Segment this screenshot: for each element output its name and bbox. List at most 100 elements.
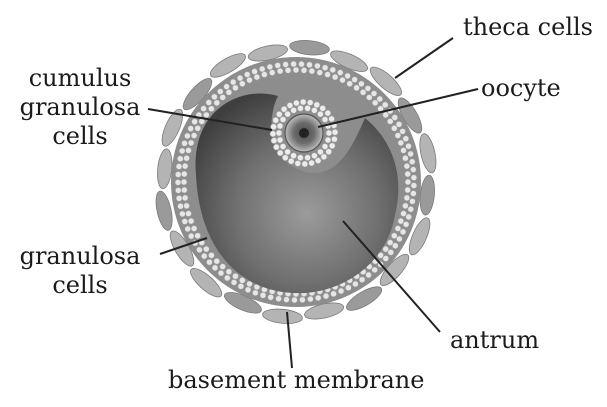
label-granulosa-line1: granulosa: [10, 242, 150, 271]
cumulus-cell: [302, 161, 308, 167]
granulosa-cell: [365, 85, 371, 91]
granulosa-cell: [317, 70, 323, 76]
granulosa-cell: [358, 81, 364, 87]
cumulus-cell: [271, 138, 277, 144]
granulosa-cell: [309, 68, 315, 74]
granulosa-cell: [252, 290, 258, 296]
granulosa-cell: [345, 285, 351, 291]
granulosa-cell: [307, 62, 313, 68]
cumulus-cell: [276, 130, 282, 136]
granulosa-cell: [179, 148, 185, 154]
cumulus-cell: [277, 137, 283, 143]
cumulus-cell: [315, 158, 321, 164]
cumulus-cell: [273, 117, 279, 123]
cumulus-cell: [305, 105, 311, 111]
granulosa-cell: [325, 72, 331, 78]
granulosa-cell: [401, 147, 407, 153]
granulosa-cell: [331, 291, 337, 297]
granulosa-cell: [206, 259, 212, 265]
cumulus-cell: [331, 136, 337, 142]
granulosa-cell: [402, 203, 408, 209]
granulosa-cell: [291, 61, 297, 67]
granulosa-cell: [206, 100, 212, 106]
granulosa-cell: [299, 297, 305, 303]
granulosa-cell: [188, 140, 194, 146]
granulosa-cell: [276, 296, 282, 302]
granulosa-cell: [177, 156, 183, 162]
granulosa-cell: [301, 67, 307, 73]
granulosa-cell: [392, 243, 398, 249]
cumulus-cell: [322, 117, 328, 123]
granulosa-cell: [285, 67, 291, 73]
granulosa-cell: [181, 171, 187, 177]
theca-cell: [418, 175, 436, 216]
granulosa-cell: [323, 293, 329, 299]
granulosa-cell: [410, 191, 416, 197]
granulosa-cell: [259, 66, 265, 72]
granulosa-cell: [293, 67, 299, 73]
granulosa-cell: [184, 155, 190, 161]
granulosa-cell: [400, 229, 406, 235]
granulosa-cell: [352, 281, 358, 287]
granulosa-cell: [275, 62, 281, 68]
granulosa-cell: [224, 275, 230, 281]
granulosa-cell: [340, 77, 346, 83]
granulosa-cell: [182, 195, 188, 201]
granulosa-cell: [283, 62, 289, 68]
granulosa-cell: [201, 253, 207, 259]
label-antrum: antrum: [450, 326, 539, 355]
granulosa-cell: [409, 198, 415, 204]
cumulus-cell: [305, 155, 311, 161]
granulosa-cell: [410, 167, 416, 173]
granulosa-cell: [408, 206, 414, 212]
granulosa-cell: [371, 91, 377, 97]
granulosa-cell: [192, 119, 198, 125]
cumulus-cell: [295, 160, 301, 166]
granulosa-cell: [347, 81, 353, 87]
granulosa-cell: [230, 79, 236, 85]
granulosa-cell: [254, 74, 260, 80]
cumulus-cell: [314, 102, 320, 108]
granulosa-cell: [383, 256, 389, 262]
cumulus-cell: [277, 123, 283, 129]
granulosa-cell: [182, 140, 188, 146]
oocyte-nucleus: [299, 128, 309, 138]
granulosa-cell: [203, 246, 209, 252]
granulosa-cell: [186, 147, 192, 153]
label-granulosa-line2: cells: [10, 271, 150, 300]
granulosa-cell: [211, 94, 217, 100]
granulosa-cell: [404, 195, 410, 201]
granulosa-cell: [315, 295, 321, 301]
granulosa-cell: [214, 258, 220, 264]
granulosa-cell: [403, 136, 409, 142]
granulosa-cell: [396, 236, 402, 242]
cumulus-cell: [309, 160, 315, 166]
granulosa-cell: [299, 61, 305, 67]
cumulus-cell: [332, 129, 338, 135]
cumulus-cell: [320, 105, 326, 111]
granulosa-cell: [411, 183, 417, 189]
granulosa-cell: [245, 287, 251, 293]
granulosa-cell: [191, 133, 197, 139]
granulosa-cell: [400, 128, 406, 134]
granulosa-cell: [292, 297, 298, 303]
granulosa-cell: [372, 267, 378, 273]
granulosa-cell: [388, 249, 394, 255]
cumulus-cell: [329, 116, 335, 122]
granulosa-cell: [232, 85, 238, 91]
granulosa-cell: [366, 272, 372, 278]
granulosa-cell: [398, 218, 404, 224]
granulosa-cell: [196, 247, 202, 253]
granulosa-cell: [212, 265, 218, 271]
cumulus-cell: [281, 106, 287, 112]
cumulus-cell: [270, 131, 276, 137]
granulosa-cell: [175, 172, 181, 178]
label-basement-membrane: basement membrane: [168, 366, 424, 395]
granulosa-cell: [314, 63, 320, 69]
granulosa-cell: [332, 74, 338, 80]
granulosa-cell: [176, 164, 182, 170]
label-theca-cells: theca cells: [463, 13, 593, 42]
granulosa-cell: [405, 171, 411, 177]
cumulus-cell: [326, 149, 332, 155]
